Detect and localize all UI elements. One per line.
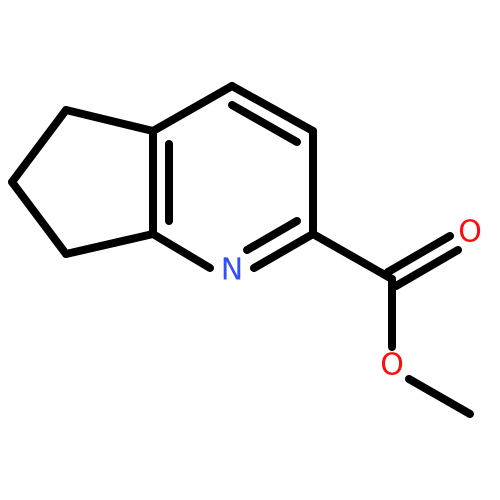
bond-c5-c6 [8, 106, 70, 186]
bonds [8, 82, 474, 418]
bond-c2-carbonyl-carbon [309, 230, 396, 283]
bond-c2-n1-inner [243, 217, 301, 254]
bond-carbonyl-double-1 [384, 232, 454, 276]
carbonyl-oxygen-label: O [458, 215, 482, 250]
nitrogen-label: N [221, 253, 243, 288]
bond-c6-c7 [8, 178, 70, 258]
bond-c4a-c4 [149, 82, 236, 135]
bond-c7-c7a [62, 230, 157, 258]
atom-labels: N O O [221, 215, 482, 383]
bond-c4a-c5 [62, 106, 157, 135]
bond-c2-n1 [250, 230, 317, 272]
bond-ester-oxygen-methyl [405, 375, 474, 418]
bond-carbonyl-double-2 [392, 246, 462, 290]
bond-c4-c3-inner [228, 101, 301, 146]
ester-oxygen-label: O [380, 348, 404, 383]
bond-c4-c3 [228, 82, 317, 135]
bond-n1-c7a [149, 230, 214, 272]
